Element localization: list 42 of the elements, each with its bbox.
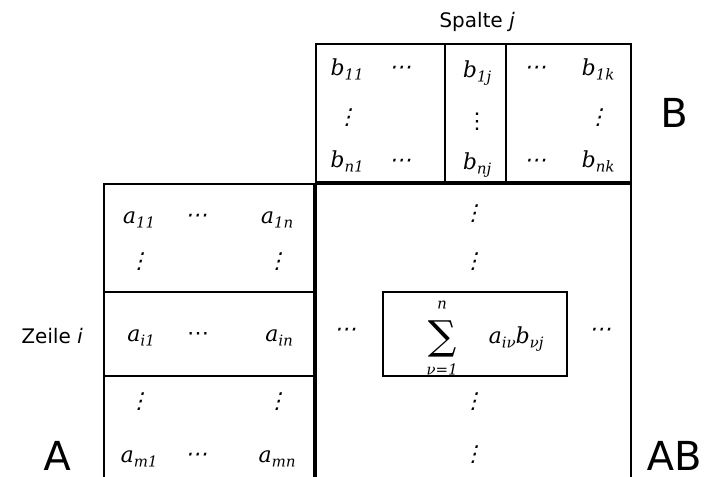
matrix-entry: a$_{1n}$ (260, 206, 294, 230)
matrix-entry: a$_{11}$ (122, 206, 156, 230)
matrix-entry: b$_{11}$ (330, 58, 364, 82)
matrix-entry: ⋮ (266, 251, 288, 273)
matrix-entry: a$_{in}$ (265, 324, 293, 348)
matrix-entry: ⋮ (336, 107, 358, 129)
matrix-entry: b$_{1j}$ (462, 60, 492, 84)
sum-term: a$_{iν}$b$_{νj}$ (488, 326, 544, 350)
matrix-entry: b$_{nk}$ (582, 150, 614, 174)
matrix-entry: ⋯ (589, 319, 611, 341)
row-label: Zeile i (21, 326, 83, 346)
matrix-name: A (43, 437, 71, 477)
matrix-entry: ⋮ (462, 203, 484, 225)
matrix-entry: b$_{nj}$ (462, 152, 492, 176)
matrix-entry: ⋯ (185, 444, 207, 466)
matrix-entry: ⋮ (266, 391, 288, 413)
matrix-entry: a$_{i1}$ (127, 324, 155, 348)
matrix-entry: ⋯ (389, 57, 411, 79)
matrix-entry: ⋮ (128, 251, 150, 273)
matrix-entry: ⋯ (524, 57, 546, 79)
result-box (382, 291, 568, 377)
matrix-name: B (660, 94, 688, 134)
matrix-entry: ⋯ (185, 205, 207, 227)
matrix-entry: ⋮ (587, 107, 609, 129)
matrix-entry: ⋮ (462, 251, 484, 273)
matrix-entry: ⋮ (462, 444, 484, 466)
matrix-entry: ⋮ (128, 391, 150, 413)
matrix-entry: b$_{1k}$ (582, 58, 614, 82)
matrix-entry: a$_{mn}$ (258, 444, 296, 470)
matrix-entry: ⋯ (524, 150, 546, 172)
sum-lower-limit: ν=1 (426, 362, 458, 378)
matrix-entry: ⋯ (389, 150, 411, 172)
matrix-name: AB (646, 437, 702, 477)
sum-upper-limit: n (437, 296, 447, 312)
matrix-entry: b$_{n1}$ (330, 150, 364, 174)
matrix-entry: ⋮ (462, 391, 484, 413)
horizontal-ellipsis: ⋯ (187, 323, 209, 345)
matrix-entry: ⋯ (334, 319, 356, 341)
matrix-entry: a$_{m1}$ (120, 444, 158, 470)
vertical-ellipsis: ⋮ (466, 111, 488, 133)
column-label: Spalte j (439, 10, 515, 30)
sum-symbol: ∑ (428, 316, 456, 356)
